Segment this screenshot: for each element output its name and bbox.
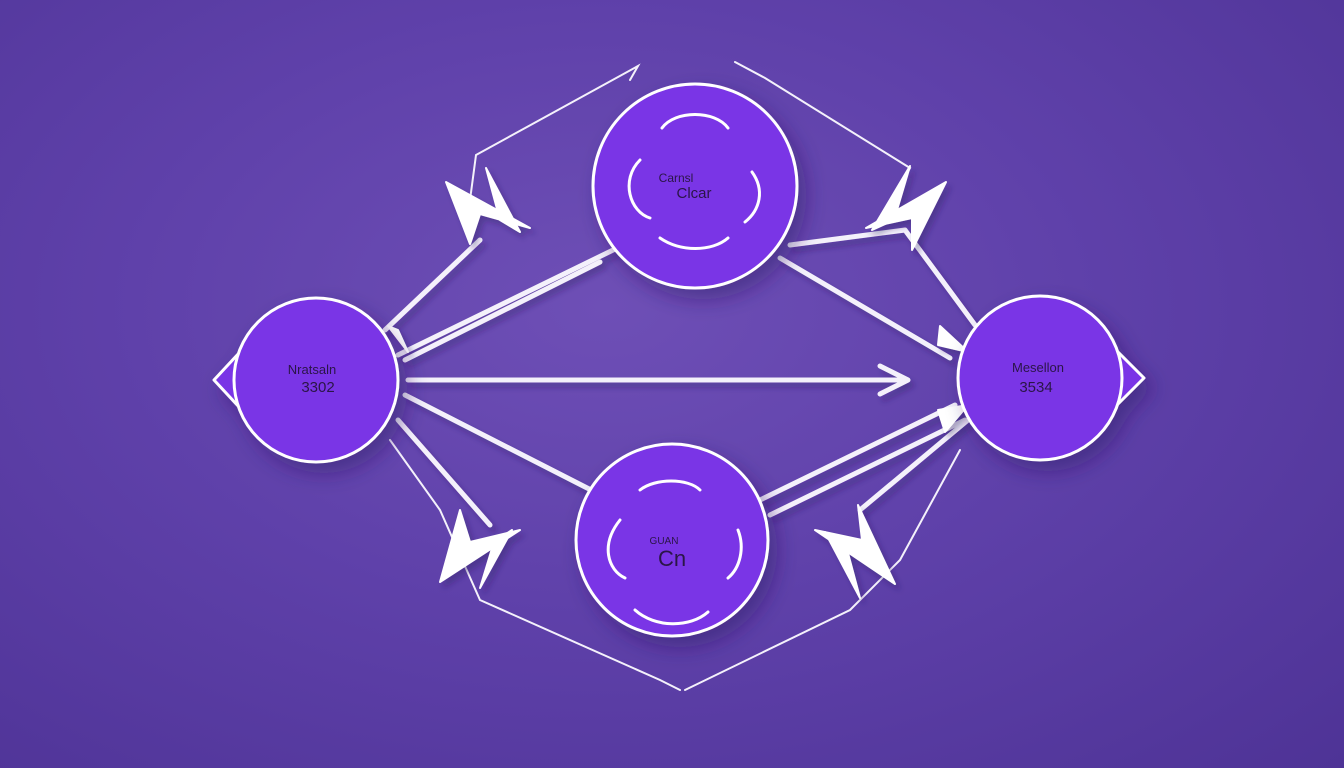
arrowhead-bottom-right xyxy=(814,504,896,585)
connector-bottom-right xyxy=(757,402,958,503)
node-top-label-1: Carnsl xyxy=(659,171,694,185)
arrowhead-bottom-right-b xyxy=(824,531,861,599)
connector-left-top-b xyxy=(382,237,483,333)
node-right-label-2: 3534 xyxy=(1019,379,1052,396)
connector-left-bottom-b xyxy=(395,417,493,528)
node-right-label-1: Mesellon xyxy=(1012,360,1064,375)
arrowhead-top-left-b xyxy=(485,167,521,233)
arrowhead-bottom-left xyxy=(439,509,521,583)
arrowhead-left-in-top xyxy=(387,325,409,353)
node-bottom[interactable]: GUAN Cn xyxy=(574,442,770,638)
arrowheads xyxy=(387,165,969,599)
node-right-circle xyxy=(956,294,1124,462)
node-left[interactable]: Nratsaln 3302 xyxy=(212,296,400,464)
connector-top-right-b xyxy=(787,227,908,248)
horizontal-arrowhead xyxy=(877,363,911,397)
node-right[interactable]: Mesellon 3534 xyxy=(956,294,1146,462)
node-bottom-label-1: GUAN xyxy=(650,536,679,547)
node-top[interactable]: Carnsl Clcar xyxy=(591,82,799,290)
node-top-circle xyxy=(591,82,799,290)
node-top-inner-shape xyxy=(627,113,761,250)
connector-top-right xyxy=(777,255,953,361)
connector-left-top xyxy=(395,229,653,358)
node-top-label-2: Clcar xyxy=(676,185,711,202)
node-left-label-2: 3302 xyxy=(301,379,334,396)
arrowhead-top-left xyxy=(445,181,531,245)
connector-left-bottom xyxy=(402,392,598,495)
outline-top-left xyxy=(469,63,641,201)
connector-top-right-c xyxy=(902,227,978,328)
node-bottom-label-2: Cn xyxy=(658,546,686,571)
connector-bottom-right-c xyxy=(857,417,971,513)
arrowhead-bottom-left-b xyxy=(479,529,513,589)
node-bottom-circle xyxy=(574,442,770,638)
node-left-circle xyxy=(232,296,400,464)
arrowhead-top-right xyxy=(865,181,947,251)
connector-bottom-right-b xyxy=(767,417,968,518)
arrowhead-top-right-b xyxy=(871,165,911,231)
outline-bottom-right xyxy=(684,449,961,691)
node-bottom-inner-shape xyxy=(606,479,743,626)
main-connectors xyxy=(382,227,978,528)
arrowhead-right-in-top xyxy=(937,325,969,353)
arrowhead-right-in-bottom xyxy=(937,404,969,433)
node-left-label-1: Nratsaln xyxy=(288,362,336,377)
connector-left-top-c xyxy=(402,259,603,363)
outline-bottom-left xyxy=(389,439,681,691)
